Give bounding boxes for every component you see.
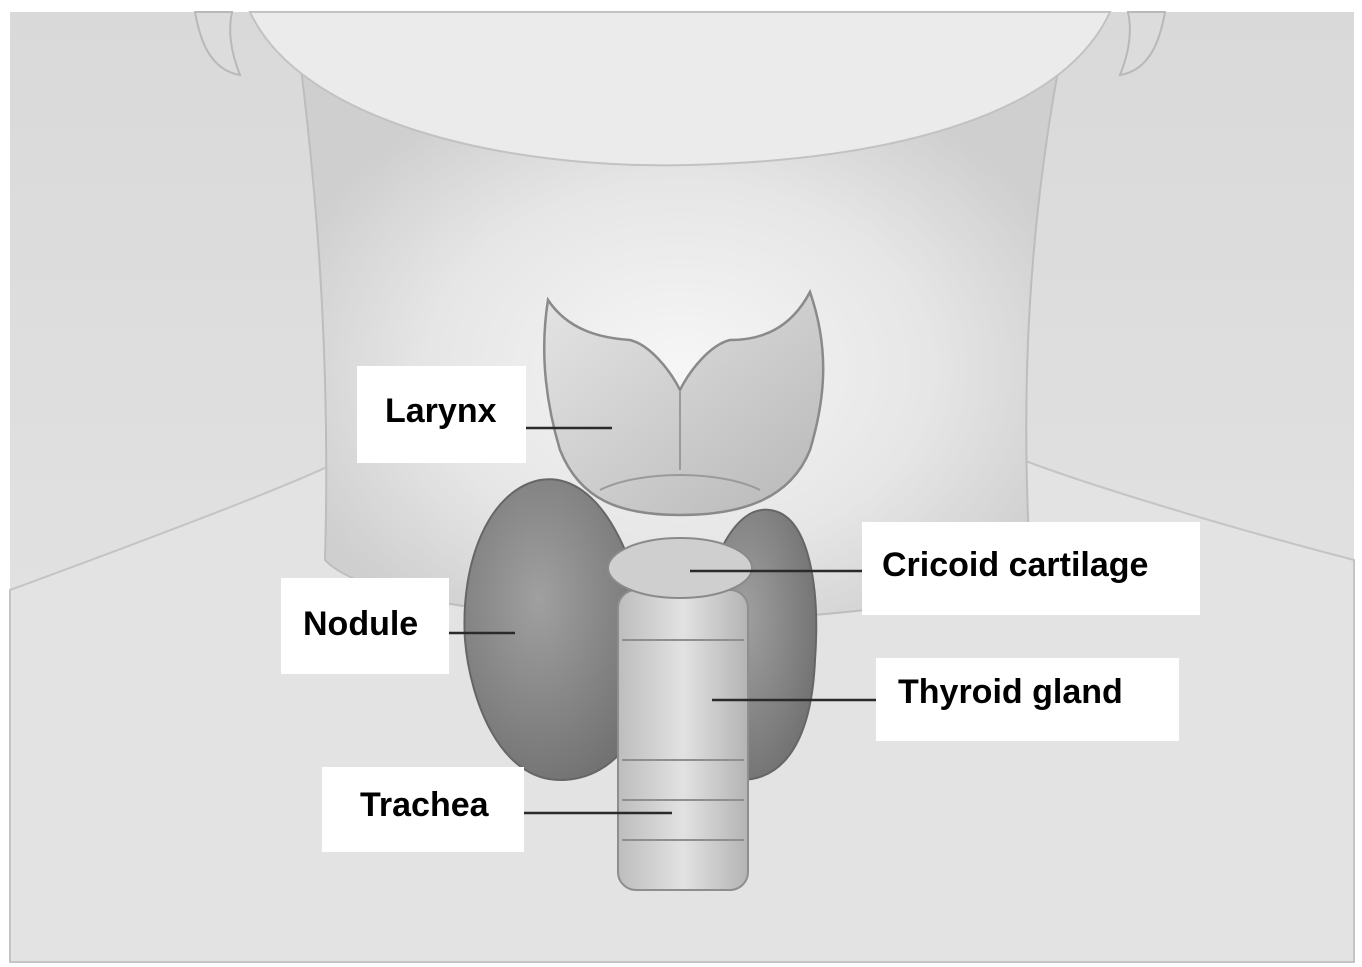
label-thyroid-gland: Thyroid gland	[876, 658, 1179, 741]
label-larynx-text: Larynx	[385, 392, 497, 431]
label-nodule-text: Nodule	[303, 605, 418, 644]
label-trachea: Trachea	[322, 767, 524, 852]
label-thyroid-text: Thyroid gland	[898, 673, 1123, 712]
label-cricoid-cartilage: Cricoid cartilage	[862, 522, 1200, 615]
cricoid-ring	[608, 538, 752, 598]
label-nodule: Nodule	[281, 578, 449, 674]
label-trachea-text: Trachea	[360, 786, 489, 825]
label-cricoid-text: Cricoid cartilage	[882, 546, 1148, 585]
label-larynx: Larynx	[357, 366, 526, 463]
trachea-tube	[618, 590, 748, 890]
